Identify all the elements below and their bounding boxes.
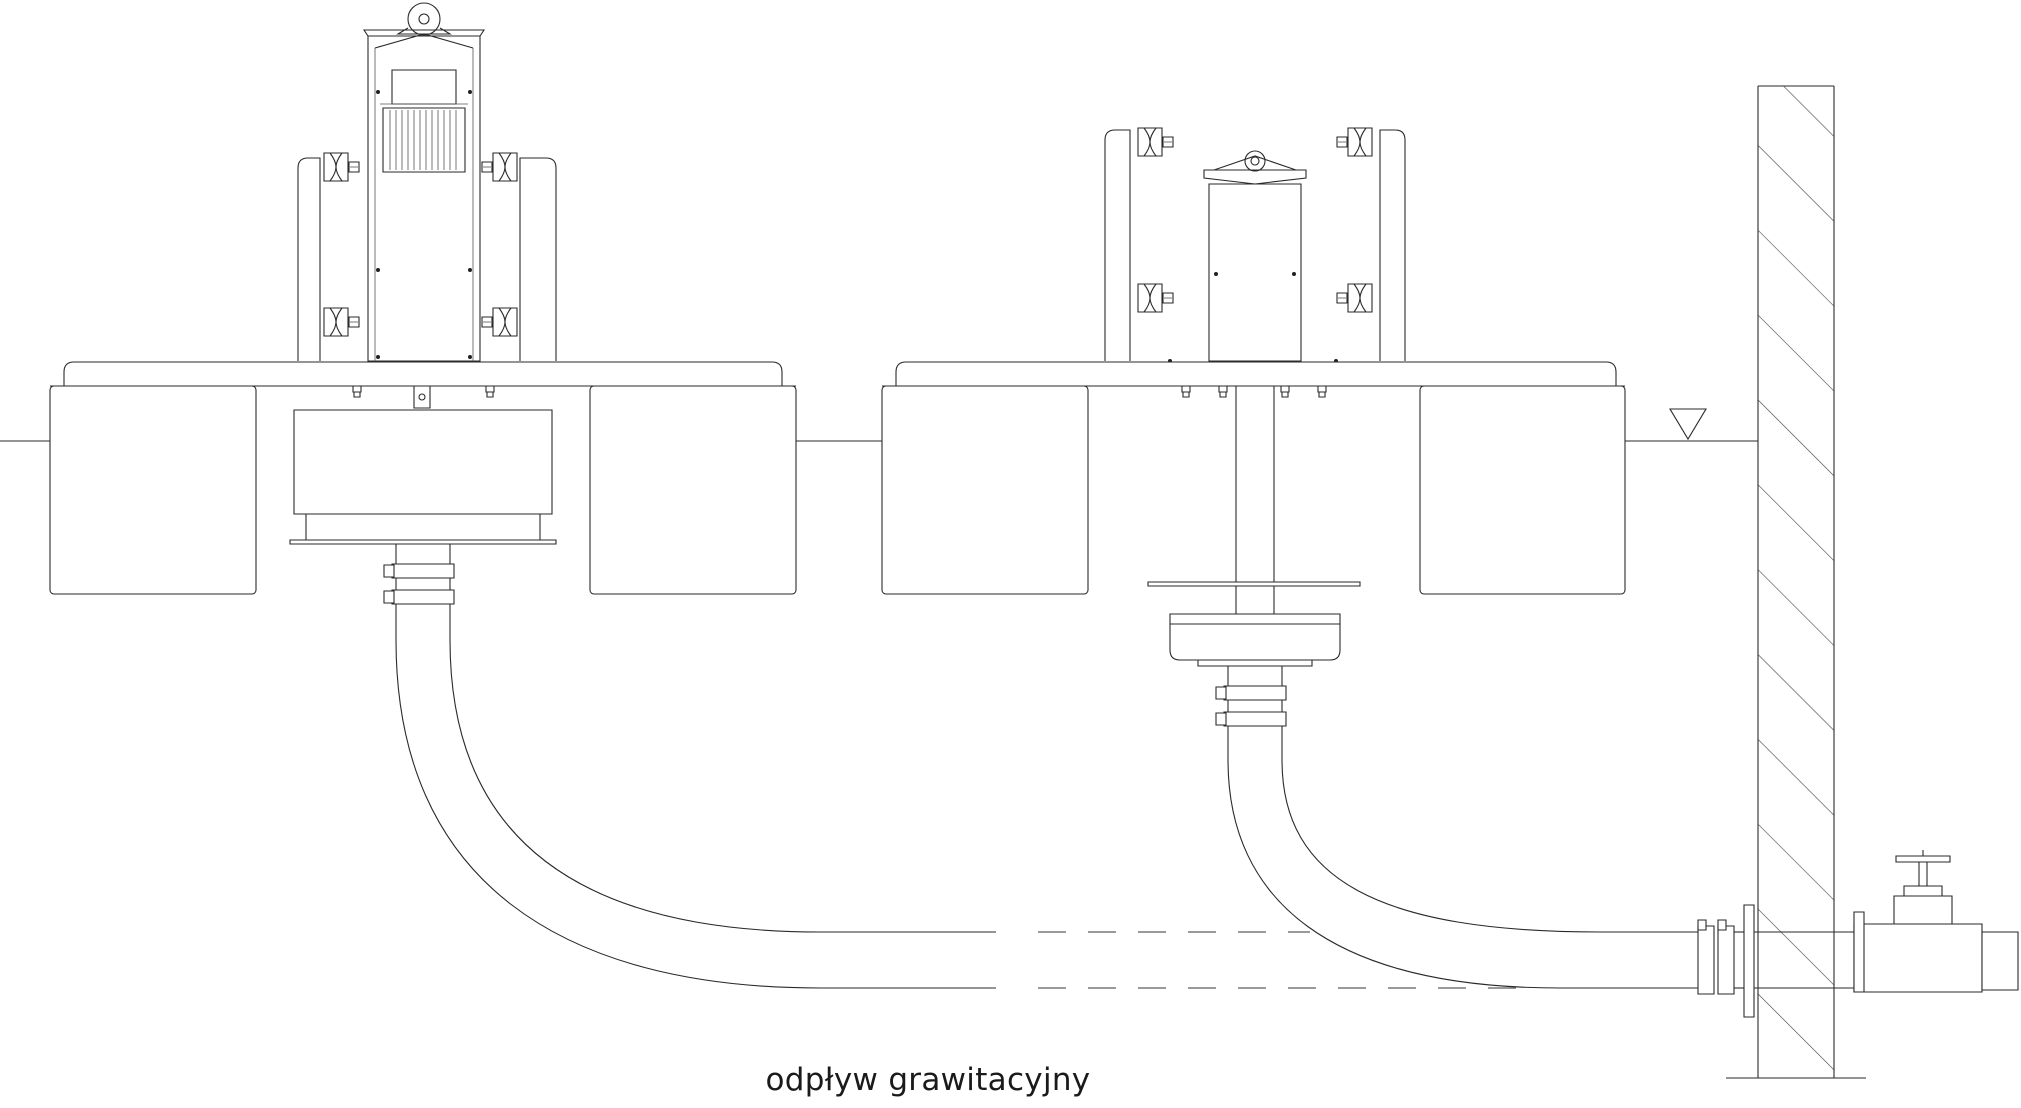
outlet-valve [1854, 850, 2018, 992]
wall-section [1726, 86, 1866, 1078]
pipe-left [396, 604, 1520, 988]
diagram-caption: odpływ grawitacyjny [765, 1062, 1091, 1098]
water-level-marker [1670, 409, 1706, 439]
pump-unit-left [50, 3, 796, 604]
pump-unit-right [882, 127, 1625, 726]
pipe-right [1228, 726, 1854, 1017]
